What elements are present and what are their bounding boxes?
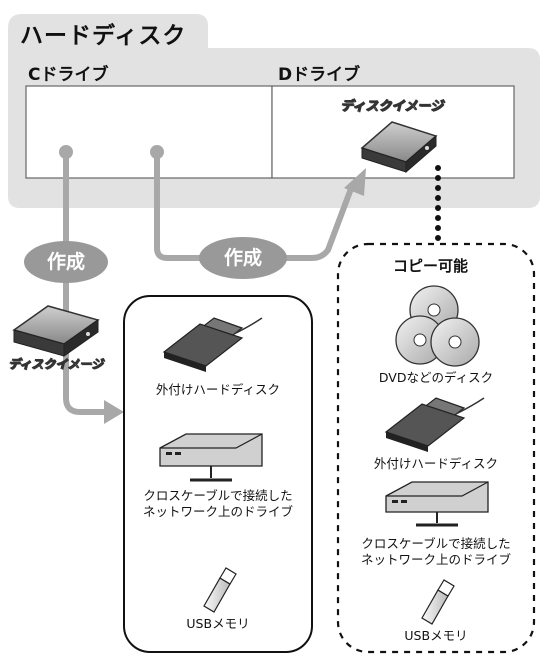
create-label-left: 作成 xyxy=(46,251,85,273)
external-hdd-icon-left xyxy=(162,317,263,372)
copy-caption-network-line2: ネットワーク上のドライブ xyxy=(360,552,511,567)
hard-disk-title: ハードディスク xyxy=(20,23,187,49)
disk-image-icon-left xyxy=(12,305,100,357)
usb-memory-icon-left xyxy=(203,567,237,613)
external-hdd-icon-right xyxy=(384,397,485,452)
c-drive-label: Cドライブ xyxy=(28,65,109,85)
network-drive-icon-left xyxy=(159,433,263,482)
copy-panel-title: コピー可能 xyxy=(393,257,469,275)
create-label-mid: 作成 xyxy=(223,247,262,269)
copy-caption-external-hdd: 外付けハードディスク xyxy=(373,456,499,471)
create-arrow-left xyxy=(63,149,113,415)
disk-image-label-top: ディスクイメージ xyxy=(340,99,443,115)
copy-caption-dvd: DVDなどのディスク xyxy=(378,370,494,385)
left-caption-external-hdd: 外付けハードディスク xyxy=(155,382,281,397)
disk-image-icon-top xyxy=(360,121,438,174)
copy-caption-network-line1: クロスケーブルで接続した xyxy=(361,536,511,551)
c-drive-box xyxy=(25,85,273,179)
dvd-discs-icon xyxy=(395,285,480,367)
left-caption-network-line1: クロスケーブルで接続した xyxy=(143,488,293,503)
disk-image-label-left: ディスクイメージ xyxy=(8,357,104,372)
left-caption-network-line2: ネットワーク上のドライブ xyxy=(142,504,293,519)
left-caption-usb: USBメモリ xyxy=(186,616,250,631)
create-badge-left xyxy=(24,241,108,283)
create-badge-mid xyxy=(199,237,287,279)
network-drive-icon-right xyxy=(385,481,489,527)
arrow-head-mid xyxy=(344,168,366,196)
c-drive-dot-mid xyxy=(150,145,164,159)
c-drive-dot-left xyxy=(59,145,73,159)
d-drive-label: Dドライブ xyxy=(278,65,361,85)
left-destination-panel xyxy=(123,295,313,653)
copy-destination-panel xyxy=(336,242,536,654)
arrow-head-left xyxy=(104,400,124,424)
copy-caption-usb: USBメモリ xyxy=(404,628,468,643)
usb-memory-icon-right xyxy=(421,579,455,625)
